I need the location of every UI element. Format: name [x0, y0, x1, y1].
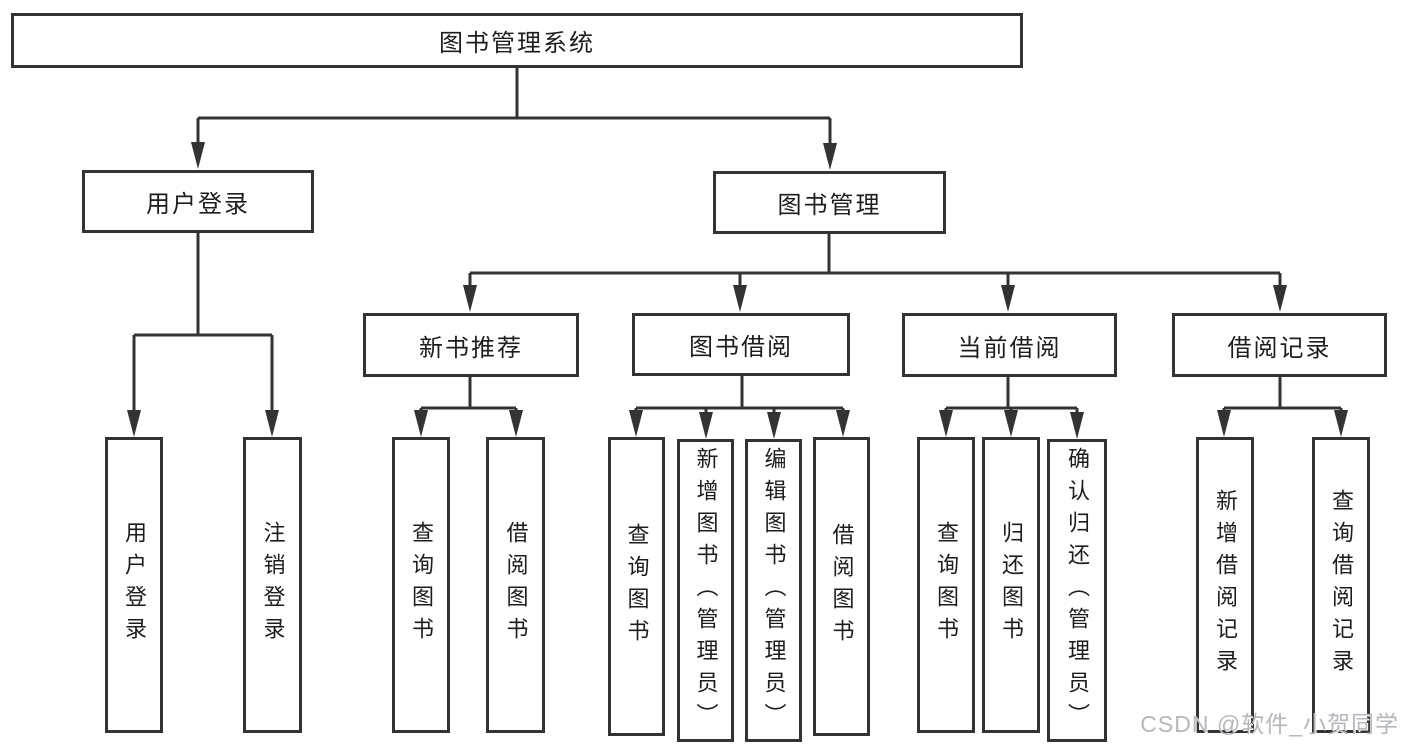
arrowhead	[1273, 285, 1287, 312]
arrowhead	[939, 410, 953, 437]
arrowhead	[191, 142, 205, 169]
connector-user-login-branch	[132, 233, 274, 412]
leaf-logout-login: 注销登录	[243, 437, 302, 733]
arrowhead	[1334, 410, 1348, 437]
connector-borrow-records-branch	[1222, 377, 1343, 412]
connector-current-borrow-branch	[944, 377, 1079, 414]
connector-book-borrow-branch	[634, 375, 845, 414]
leaf-newbook-query-books: 查询图书	[392, 437, 450, 733]
arrowhead	[767, 412, 781, 439]
arrowhead	[699, 412, 713, 439]
leaf-current-return-books: 归还图书	[982, 437, 1040, 733]
node-user-login: 用户登录	[82, 170, 314, 233]
arrowhead	[1001, 285, 1015, 312]
leaf-current-query-books: 查询图书	[917, 437, 975, 733]
node-current-borrowing: 当前借阅	[902, 313, 1117, 377]
arrowhead	[127, 410, 141, 437]
leaf-current-confirm-return-admin: 确认归还（管理员）	[1047, 439, 1107, 742]
arrowhead	[265, 410, 279, 437]
node-book-borrowing: 图书借阅	[632, 313, 850, 376]
arrowhead	[823, 143, 837, 170]
node-root-system: 图书管理系统	[11, 13, 1023, 68]
arrowhead	[509, 410, 523, 437]
arrowhead	[629, 410, 643, 437]
node-borrow-records: 借阅记录	[1172, 313, 1387, 377]
connector-root-to-level1	[196, 68, 832, 145]
leaf-borrow-add-books-admin: 新增图书（管理员）	[677, 439, 734, 742]
arrowhead	[1217, 410, 1231, 437]
node-new-book-recommend: 新书推荐	[363, 313, 579, 377]
connector-book-management-branch	[468, 234, 1282, 287]
leaf-records-query-record: 查询借阅记录	[1312, 437, 1370, 733]
csdn-watermark: CSDN @软件_小贺同学	[1140, 711, 1399, 737]
leaf-borrow-edit-books-admin: 编辑图书（管理员）	[745, 439, 802, 742]
leaf-newbook-borrow-books: 借阅图书	[486, 437, 545, 733]
arrowhead	[1070, 412, 1084, 439]
arrowhead	[463, 285, 477, 312]
arrowhead	[1004, 410, 1018, 437]
leaf-borrow-query-books: 查询图书	[608, 437, 665, 736]
arrowhead	[836, 410, 850, 437]
leaf-borrow-borrow-books: 借阅图书	[813, 437, 870, 736]
leaf-user-login: 用户登录	[105, 437, 163, 733]
connector-new-book-branch	[419, 377, 518, 412]
leaf-records-add-record: 新增借阅记录	[1196, 437, 1254, 733]
node-book-management: 图书管理	[713, 171, 946, 234]
arrowhead	[414, 410, 428, 437]
arrowhead	[733, 285, 747, 312]
